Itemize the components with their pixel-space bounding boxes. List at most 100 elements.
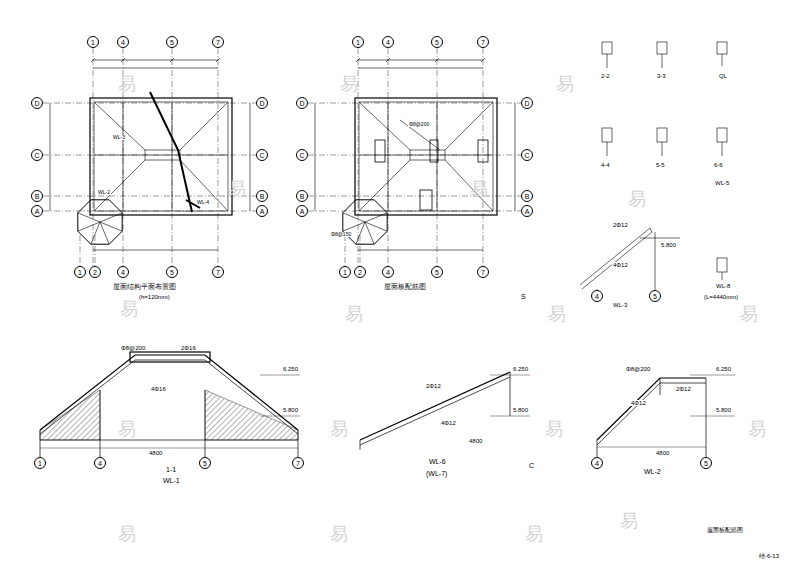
drawing-label: 2Φ16	[180, 345, 197, 351]
axis-number: A	[300, 208, 305, 215]
drawing-label: Φ8@150	[330, 232, 352, 237]
axis-number: C	[524, 152, 529, 159]
axis-number: C	[259, 152, 264, 159]
watermark: 易	[118, 525, 136, 543]
section-wl2	[597, 375, 735, 457]
watermark: 易	[525, 525, 543, 543]
drawing-label: 5.800	[282, 407, 299, 413]
drawing-label: 5.800	[512, 407, 529, 413]
drawing-label: Φ8@200	[408, 122, 430, 127]
axis-bubble: 1	[74, 266, 86, 278]
watermark: 易	[228, 180, 246, 198]
axis-bubble: 7	[292, 457, 304, 469]
drawing-label: WL-3	[612, 302, 628, 308]
axis-bubble: 5	[199, 457, 211, 469]
axis-number: 1	[91, 39, 95, 46]
axis-number: 7	[216, 269, 220, 276]
drawing-label: WL-4	[196, 200, 210, 205]
axis-number: 2	[93, 269, 97, 276]
axis-number: B	[300, 193, 305, 200]
axis-number: 1	[343, 269, 347, 276]
drawing-label: C	[528, 462, 535, 469]
axis-number: C	[34, 152, 39, 159]
section-1-1	[40, 352, 300, 457]
axis-number: A	[35, 208, 40, 215]
drawing-label: 4800	[148, 450, 163, 456]
drawing-label: S	[520, 293, 527, 300]
axis-number: 7	[296, 460, 300, 467]
drawing-label: 4Φ12	[440, 420, 457, 426]
axis-bubble: 5	[700, 457, 712, 469]
watermark: 易	[345, 305, 363, 323]
drawing-label: Φ8@200	[625, 366, 651, 372]
axis-bubble: A	[256, 205, 268, 217]
axis-number: 4	[121, 39, 125, 46]
watermark: 易	[330, 420, 348, 438]
section-details	[580, 42, 727, 290]
axis-bubble: 4	[382, 36, 394, 48]
drawing-label: 4Φ16	[150, 386, 167, 392]
axis-bubble: A	[521, 205, 533, 217]
axis-bubble: 4	[591, 457, 603, 469]
axis-bubble: B	[521, 190, 533, 202]
axis-number: 5	[435, 39, 439, 46]
axis-bubble: D	[31, 97, 43, 109]
drawing-label: QL	[718, 73, 728, 79]
axis-bubble: C	[296, 149, 308, 161]
axis-number: 1	[38, 460, 42, 467]
axis-bubble: 4	[117, 36, 129, 48]
axis-bubble: 4	[591, 290, 603, 302]
axis-bubble: 2	[89, 266, 101, 278]
axis-bubble: 1	[352, 36, 364, 48]
axis-number: 5	[435, 269, 439, 276]
drawing-label: WL-6	[428, 458, 447, 465]
watermark: 易	[545, 420, 563, 438]
axis-bubble: 1	[339, 266, 351, 278]
drawing-label: (h=120mm)	[138, 294, 171, 300]
axis-number: 1	[78, 269, 82, 276]
axis-bubble: D	[256, 97, 268, 109]
axis-number: B	[35, 193, 40, 200]
watermark: 易	[118, 75, 136, 93]
drawing-label: 5.800	[660, 242, 677, 248]
axis-number: D	[34, 100, 39, 107]
axis-bubble: A	[296, 205, 308, 217]
axis-number: B	[525, 193, 530, 200]
axis-bubble: 7	[477, 266, 489, 278]
axis-bubble: 7	[477, 36, 489, 48]
drawing-label: Φ8@200	[120, 345, 146, 351]
drawing-label: 6-6	[713, 162, 724, 168]
drawing-label: 屋面板配筋图	[706, 527, 744, 533]
drawing-label: 结-6-13	[758, 553, 780, 559]
axis-number: 7	[216, 39, 220, 46]
drawing-label: 6.250	[512, 366, 529, 372]
watermark: 易	[120, 300, 138, 318]
axis-number: 2	[358, 269, 362, 276]
axis-bubble: 5	[649, 290, 661, 302]
axis-number: D	[524, 100, 529, 107]
watermark: 易	[740, 305, 758, 323]
axis-bubble: 1	[34, 457, 46, 469]
axis-bubble: A	[31, 205, 43, 217]
section-wl6	[360, 372, 530, 450]
axis-bubble: B	[256, 190, 268, 202]
axis-number: 1	[356, 39, 360, 46]
axis-bubble: C	[31, 149, 43, 161]
axis-number: 7	[481, 269, 485, 276]
axis-bubble: D	[521, 97, 533, 109]
axis-bubble: 7	[212, 266, 224, 278]
drawing-label: WL-5	[714, 180, 730, 186]
roof-plan	[43, 48, 256, 266]
drawing-label: WL-2	[643, 468, 662, 475]
watermark: 易	[340, 75, 358, 93]
drawing-label: 4800	[655, 450, 670, 456]
watermark: 易	[548, 305, 566, 323]
roof-plan-copy	[308, 48, 521, 266]
drawing-label: 4-4	[600, 162, 611, 168]
watermark: 易	[748, 420, 766, 438]
drawing-label: 屋面板配筋图	[383, 283, 427, 290]
axis-number: 4	[121, 269, 125, 276]
drawing-label: (L=4440mm)	[703, 294, 739, 300]
axis-number: 7	[481, 39, 485, 46]
